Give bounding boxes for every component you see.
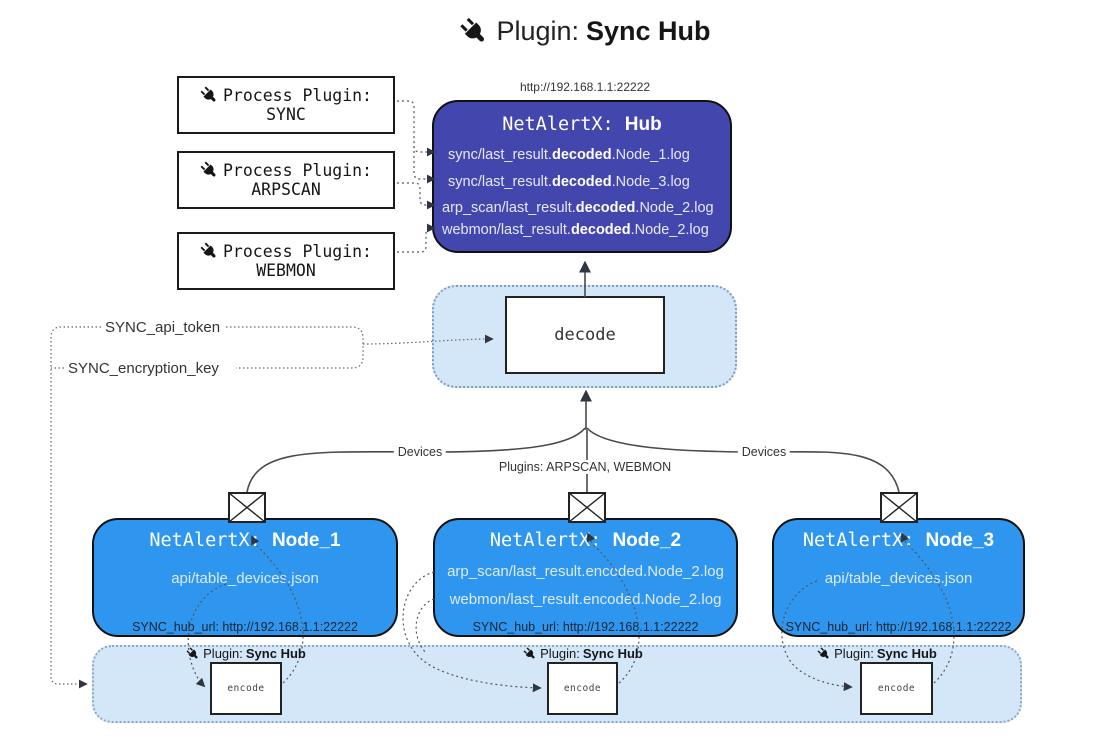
node-file-line: api/table_devices.json	[824, 570, 973, 587]
process-plugin-webmon-box: Process Plugin: WEBMON	[177, 232, 395, 290]
sync-encryption-key-label: SYNC_encryption_key	[64, 360, 223, 377]
hub-title: NetAlertX: Hub	[434, 114, 730, 136]
process-plugin-name: ARPSCAN	[251, 180, 321, 199]
hub-box: NetAlertX: Hub sync/last_result.decoded.…	[432, 100, 732, 253]
plug-icon	[814, 644, 834, 664]
process-plugin-label: Process Plugin:	[222, 242, 372, 261]
edge-webmon-to-hub	[397, 223, 436, 253]
envelope-icon	[880, 492, 918, 523]
hub-log-line: sync/last_result.decoded.Node_1.log	[448, 147, 690, 163]
node2-box: NetAlertX: Node_2 arp_scan/last_result.e…	[433, 518, 738, 637]
plug-icon	[520, 644, 540, 664]
decode-box: decode	[505, 296, 665, 374]
node-file-line: arp_scan/last_result.encoded.Node_2.log	[447, 563, 724, 580]
plug-icon	[196, 238, 223, 265]
hub-log-line: sync/last_result.decoded.Node_3.log	[448, 174, 690, 190]
encode3-box: encode	[860, 662, 933, 715]
node-hub-url: SYNC_hub_url: http://192.168.1.1:22222	[132, 620, 358, 634]
edge-label-devices-right: Devices	[737, 445, 791, 459]
page-title-bold: Sync Hub	[586, 16, 711, 46]
hub-log-line: arp_scan/last_result.decoded.Node_2.log	[442, 200, 714, 216]
hub-title-prefix: NetAlertX:	[502, 114, 625, 135]
encoder1-plugin-label: Plugin: Sync Hub	[186, 646, 306, 661]
plug-icon	[196, 157, 223, 184]
envelope-icon	[228, 492, 266, 523]
secret-box-outline-right	[226, 326, 364, 369]
encoder2-plugin-label: Plugin: Sync Hub	[523, 646, 643, 661]
node-title: NetAlertX: Node_1	[149, 530, 341, 551]
node-file-line: webmon/last_result.encoded.Node_2.log	[449, 591, 722, 608]
process-plugin-name: SYNC	[266, 105, 306, 124]
node-title: NetAlertX: Node_2	[489, 530, 682, 551]
process-plugin-label: Process Plugin:	[222, 161, 372, 180]
encoder3-plugin-label: Plugin: Sync Hub	[817, 646, 937, 661]
process-plugin-sync-box: Process Plugin: SYNC	[177, 76, 395, 134]
edge-sync-to-hub-node3	[413, 146, 436, 184]
node1-box: NetAlertX: Node_1 api/table_devices.json…	[92, 518, 398, 637]
node-hub-url: SYNC_hub_url: http://192.168.1.1:22222	[472, 620, 699, 634]
envelope-icon	[568, 492, 606, 523]
edge-label-plugins: Plugins: ARPSCAN, WEBMON	[494, 460, 676, 474]
edge-label-devices-left: Devices	[393, 445, 447, 459]
process-plugin-name: WEBMON	[256, 261, 316, 280]
sync-api-token-label: SYNC_api_token	[101, 319, 225, 336]
node-file-line: api/table_devices.json	[171, 570, 319, 587]
hub-url: http://192.168.1.1:22222	[519, 80, 651, 94]
hub-log-line: webmon/last_result.decoded.Node_2.log	[442, 222, 709, 238]
plug-icon	[453, 10, 495, 52]
node-hub-url: SYNC_hub_url: http://192.168.1.1:22222	[785, 620, 1012, 634]
node-title: NetAlertX: Node_3	[802, 530, 995, 551]
page-title: Plugin: Sync Hub	[459, 16, 711, 47]
plug-icon	[196, 82, 223, 109]
node3-box: NetAlertX: Node_3 api/table_devices.json…	[772, 518, 1025, 637]
edge-sync-to-hub-node1	[397, 100, 436, 157]
plug-icon	[183, 644, 203, 664]
encode2-box: encode	[547, 662, 618, 715]
page-title-prefix: Plugin:	[496, 16, 580, 46]
hub-title-name: Hub	[624, 114, 662, 135]
edge-arpscan-to-hub	[397, 182, 436, 210]
encode1-box: encode	[210, 662, 282, 715]
process-plugin-label: Process Plugin:	[222, 86, 372, 105]
process-plugin-arpscan-box: Process Plugin: ARPSCAN	[177, 151, 395, 209]
